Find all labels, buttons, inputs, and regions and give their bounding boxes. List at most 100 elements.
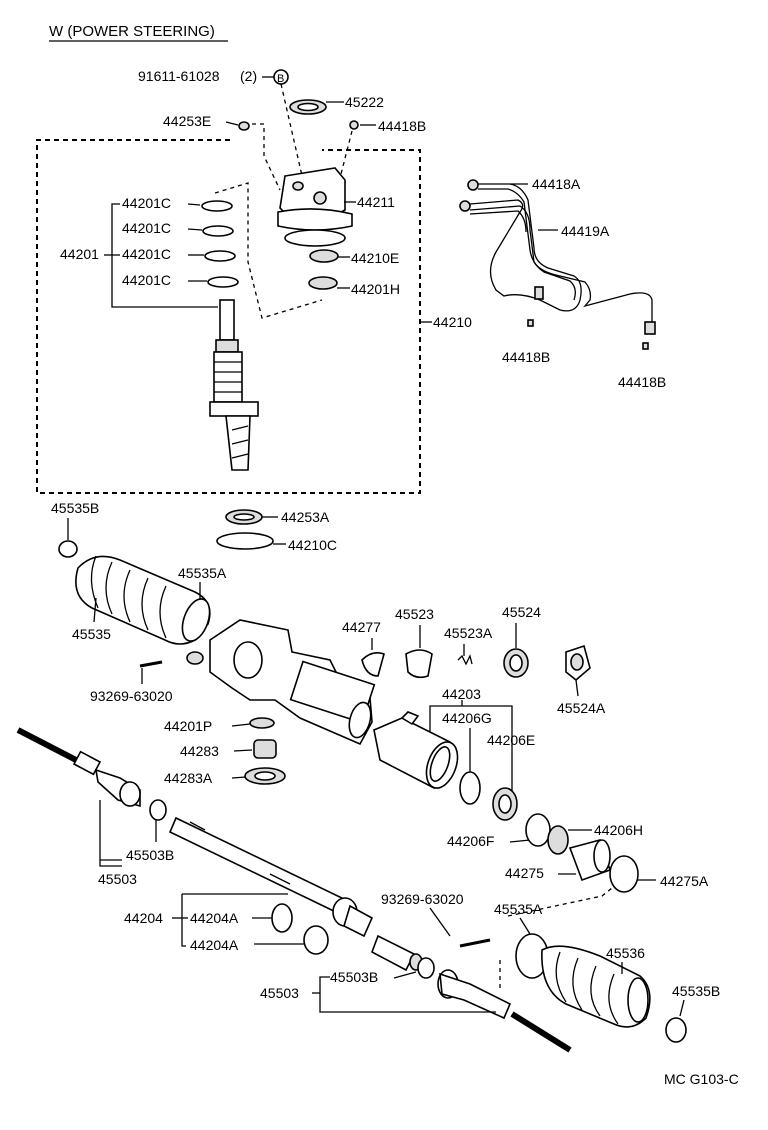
label-44275A: 44275A — [660, 873, 709, 889]
pipe-44418A — [469, 183, 582, 312]
label-45535: 45535 — [72, 626, 111, 642]
label-44206E: 44206E — [487, 732, 535, 748]
part-45523 — [405, 649, 433, 679]
part-45222-inner — [297, 102, 319, 112]
part-rack-shaft — [168, 816, 374, 938]
part-45535B-clip-top — [58, 540, 78, 558]
part-rack-housing — [186, 619, 376, 746]
label-44203: 44203 — [442, 686, 481, 702]
label-44275: 44275 — [505, 865, 544, 881]
label-44210C: 44210C — [288, 537, 337, 553]
label-44283A: 44283A — [164, 770, 213, 786]
part-rack-end — [371, 934, 416, 972]
label-44277: 44277 — [342, 619, 381, 635]
label-45503B-right: 45503B — [330, 969, 378, 985]
label-44204: 44204 — [124, 910, 163, 926]
part-45535B-clip-bottom — [665, 1017, 687, 1043]
bracket-44204 — [181, 894, 186, 947]
label-44201C-1: 44201C — [122, 195, 171, 211]
part-44204A-1 — [271, 903, 293, 933]
label-45524A: 45524A — [557, 700, 606, 716]
label-44201H: 44201H — [351, 281, 400, 297]
label-44201C-2: 44201C — [122, 220, 171, 236]
part-45524A-hole — [570, 653, 584, 671]
part-44283 — [253, 739, 277, 759]
pipe-end-fitting — [644, 321, 656, 335]
part-93269-bolt-right — [459, 938, 491, 948]
label-45523: 45523 — [395, 606, 434, 622]
part-44418B-top — [349, 120, 359, 130]
label-45503-right: 45503 — [260, 985, 299, 1001]
label-45535B-bottom: 45535B — [672, 983, 720, 999]
leader-45524A — [575, 679, 579, 697]
part-44253E — [238, 121, 250, 131]
bracket-45503-right — [319, 976, 496, 1013]
leader-93269-right — [429, 907, 451, 937]
part-44275A-snapring — [609, 855, 639, 893]
leader-44206F — [509, 839, 531, 843]
leader-44283A — [231, 776, 247, 779]
part-44283A-inner — [254, 771, 276, 781]
part-44201C-3 — [204, 250, 236, 262]
part-45524-inner — [509, 654, 523, 672]
part-44201C-2 — [202, 225, 234, 237]
part-44210E — [309, 249, 339, 263]
part-44203-cylinder-tube — [373, 711, 459, 790]
part-44201C-4 — [207, 276, 239, 288]
part-44201C-1 — [201, 200, 233, 212]
diagram-title: W (POWER STEERING) — [49, 23, 215, 40]
part-44253A-inner — [233, 513, 255, 521]
part-44201H — [308, 276, 338, 290]
group-44201-dash — [214, 182, 323, 319]
label-45535A-bottom: 45535A — [494, 901, 543, 917]
leader-bolt-b — [280, 83, 304, 181]
pipe-44419A — [469, 205, 653, 322]
label-44418B-right: 44418B — [618, 374, 666, 390]
part-45503B-washer-left — [149, 799, 167, 821]
part-44201-control-valve — [209, 299, 259, 471]
ref-b-letter: B — [277, 73, 284, 85]
label-44211: 44211 — [357, 194, 395, 210]
label-44206H: 44206H — [594, 822, 643, 838]
label-44201: 44201 — [60, 246, 99, 262]
leader-44201C-2 — [187, 228, 203, 231]
footer-code: MC G103-C — [664, 1071, 739, 1087]
leader-44201C-1 — [187, 203, 201, 206]
part-44211-valve-housing — [277, 167, 353, 247]
label-44419A: 44419A — [561, 223, 610, 239]
label-93269-left: 93269-63020 — [90, 688, 173, 704]
part-44206E-inner — [498, 794, 512, 814]
leader-44418B-dash — [339, 130, 353, 179]
label-44418B-left: 44418B — [502, 349, 550, 365]
label-45222: 45222 — [345, 94, 384, 110]
leader-44253E — [225, 121, 239, 126]
label-45536: 45536 — [606, 945, 645, 961]
part-93269-bolt-left — [139, 660, 163, 668]
label-93269-right: 93269-63020 — [381, 891, 464, 907]
label-44210E: 44210E — [351, 250, 399, 266]
label-44201C-3: 44201C — [122, 246, 171, 262]
label-44283: 44283 — [180, 743, 219, 759]
part-44206H — [547, 825, 569, 855]
label-44210: 44210 — [433, 314, 472, 330]
label-44201C-4: 44201C — [122, 272, 171, 288]
part-44277 — [361, 652, 385, 677]
label-44206G: 44206G — [442, 710, 492, 726]
bracket-45503-left — [99, 800, 122, 867]
label-44206F: 44206F — [447, 833, 494, 849]
part-45523A-spring — [457, 654, 473, 666]
bracket-44203 — [429, 705, 513, 796]
label-44418B-top: 44418B — [378, 118, 426, 134]
label-44418A: 44418A — [532, 176, 581, 192]
leader-44253E-dash — [252, 123, 281, 191]
pipe-fitting-44419A — [459, 200, 471, 212]
label-44253A: 44253A — [281, 509, 330, 525]
leader-45535B-bottom — [679, 999, 685, 1017]
part-44206F — [525, 813, 551, 847]
label-44204A-1: 44204A — [190, 910, 239, 926]
label-44201P: 44201P — [164, 718, 212, 734]
part-45535-boot — [75, 555, 211, 645]
leader-45503B-right — [393, 971, 417, 979]
label-44204A-2: 44204A — [190, 937, 239, 953]
